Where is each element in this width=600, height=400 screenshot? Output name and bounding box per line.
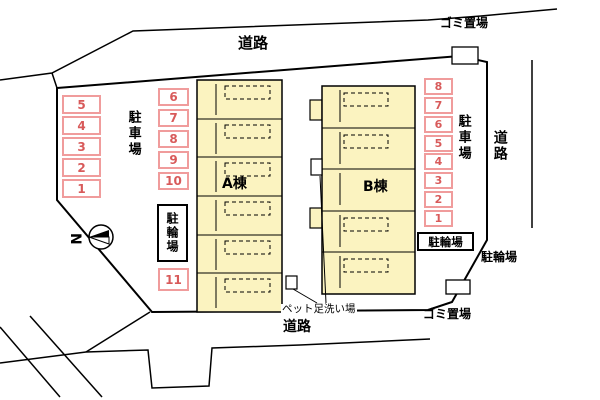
parking-stall-right-7: 7 bbox=[424, 97, 453, 114]
bicycle-area-middle: 駐輪場 bbox=[157, 204, 188, 262]
building-b-shape bbox=[309, 85, 416, 295]
garbage-boxes bbox=[445, 46, 479, 295]
north-arrow-icon: N bbox=[67, 224, 114, 250]
road-label-right: 道路 bbox=[491, 130, 508, 162]
parking-stall-mid-9: 9 bbox=[158, 151, 189, 169]
bicycle-area-right: 駐輪場 bbox=[417, 232, 474, 251]
parking-stall-right-2: 2 bbox=[424, 191, 453, 208]
parking-stall-right-3: 3 bbox=[424, 172, 453, 189]
parking-stall-right-6: 6 bbox=[424, 116, 453, 133]
garbage-label-top: ゴミ置場 bbox=[440, 16, 489, 30]
road-label-top: 道路 bbox=[238, 34, 269, 52]
parking-stall-left-2: 2 bbox=[62, 158, 101, 177]
road-label-bottom: 道路 bbox=[283, 319, 311, 335]
building-a-label: A棟 bbox=[222, 176, 247, 192]
parking-stall-left-5: 5 bbox=[62, 95, 101, 114]
garbage-label-bottom: ゴミ置場 bbox=[423, 307, 472, 321]
parking-stall-mid-8: 8 bbox=[158, 130, 189, 148]
parking-label-right: 駐車場 bbox=[455, 114, 471, 162]
parking-stall-right-5: 5 bbox=[424, 135, 453, 152]
parking-stall-mid-10: 10 bbox=[158, 172, 189, 190]
building-b-label: B棟 bbox=[363, 179, 388, 195]
building-a-shape bbox=[196, 79, 283, 313]
parking-stall-right-8: 8 bbox=[424, 78, 453, 95]
road-lines bbox=[0, 8, 558, 398]
north-label: N bbox=[67, 233, 83, 245]
parking-label-left: 駐車場 bbox=[125, 110, 141, 158]
parking-stall-mid-6: 6 bbox=[158, 88, 189, 106]
parking-stall-right-4: 4 bbox=[424, 153, 453, 170]
pet-wash-label: ペット足洗い場 bbox=[281, 303, 357, 316]
parking-stall-left-3: 3 bbox=[62, 137, 101, 156]
pet-wash-stations bbox=[285, 158, 327, 304]
parking-stall-mid-7: 7 bbox=[158, 109, 189, 127]
bicycle-label-right-outer: 駐輪場 bbox=[481, 250, 518, 264]
parking-stall-left-1: 1 bbox=[62, 179, 101, 198]
parking-stall-mid-11: 11 bbox=[158, 268, 189, 291]
parking-stall-left-4: 4 bbox=[62, 116, 101, 135]
parking-stall-right-1: 1 bbox=[424, 210, 453, 227]
bicycle-label-middle: 駐輪場 bbox=[165, 212, 179, 254]
